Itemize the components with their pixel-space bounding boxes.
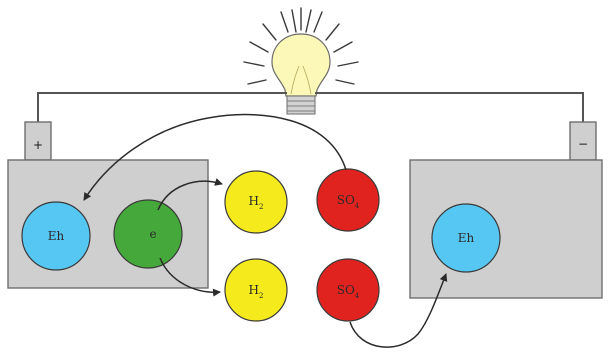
positive-terminal-sign: + bbox=[33, 138, 43, 152]
circuit-wire bbox=[37, 92, 584, 122]
negative-terminal-sign: − bbox=[578, 137, 588, 151]
battery-left-terminal bbox=[24, 121, 52, 161]
hydrogen-molecule-bottom: H2 bbox=[224, 258, 288, 322]
h2-top-sub: 2 bbox=[259, 203, 263, 211]
so4-top-sub: 4 bbox=[355, 202, 360, 210]
arrow-sulfate-to-right-electrode bbox=[349, 273, 448, 348]
svg-text:SO4: SO4 bbox=[337, 193, 360, 210]
light-rays bbox=[243, 7, 359, 85]
svg-text:SO4: SO4 bbox=[337, 283, 360, 300]
so4-bottom-sub: 4 bbox=[355, 292, 360, 300]
battery-right-terminal bbox=[569, 121, 597, 161]
so4-top-base: SO bbox=[337, 193, 355, 207]
light-bulb-icon bbox=[243, 7, 359, 115]
arrow-sulfate-to-left-electrode bbox=[83, 113, 347, 201]
h2-top-base: H bbox=[249, 194, 259, 208]
green-reactant: e bbox=[113, 199, 183, 269]
so4-bottom-base: SO bbox=[337, 283, 355, 297]
h2-bottom-base: H bbox=[249, 283, 259, 297]
left-electrode-label: Eh bbox=[48, 229, 65, 243]
sulfate-molecule-top: SO4 bbox=[316, 168, 380, 232]
bulb-glass bbox=[271, 33, 331, 97]
arrow-reactant-to-hydrogen-bottom bbox=[159, 257, 221, 297]
arrow-reactant-to-hydrogen-top bbox=[157, 178, 223, 211]
battery-right: − bbox=[409, 121, 603, 299]
green-reactant-label: e bbox=[149, 227, 156, 241]
h2-bottom-sub: 2 bbox=[259, 292, 263, 300]
left-electrode: Eh bbox=[21, 201, 91, 271]
right-electrode: Eh bbox=[431, 203, 501, 273]
sulfate-molecule-bottom: SO4 bbox=[316, 258, 380, 322]
right-electrode-label: Eh bbox=[458, 231, 475, 245]
svg-text:H2: H2 bbox=[249, 194, 264, 211]
hydrogen-molecule-top: H2 bbox=[224, 170, 288, 234]
svg-text:H2: H2 bbox=[249, 283, 264, 300]
